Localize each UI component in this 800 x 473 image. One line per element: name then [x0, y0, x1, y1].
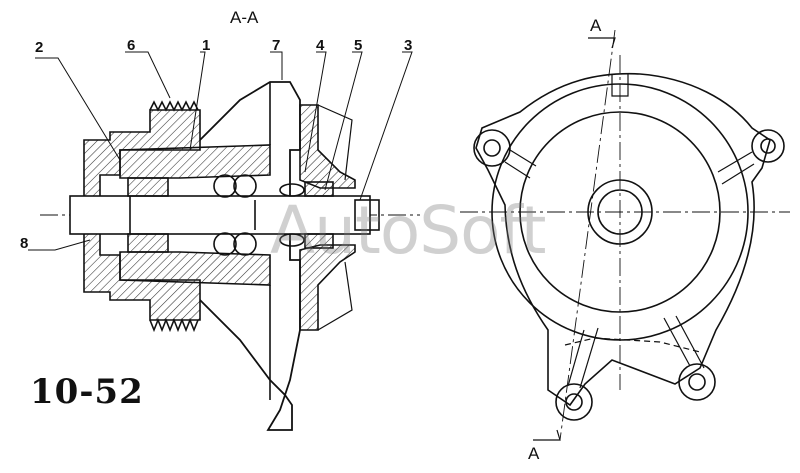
pulley-hub — [83, 109, 201, 321]
impeller-blade-lower — [317, 261, 353, 331]
callout-6: 6 — [127, 37, 136, 54]
front-view — [460, 29, 790, 441]
shaft-end — [354, 199, 380, 231]
figure-number: 10-52 — [30, 372, 144, 412]
housing-outline — [475, 72, 771, 407]
housing-body-lower — [119, 251, 271, 286]
watermark: AutoSoft — [270, 192, 546, 269]
seal-assembly — [279, 181, 334, 249]
arrow-top — [588, 37, 616, 49]
callout-5: 5 — [354, 37, 363, 54]
callout-1: 1 — [202, 37, 211, 54]
callout-4: 4 — [316, 37, 325, 54]
section-title: A-A — [230, 8, 259, 27]
ribs — [504, 149, 755, 389]
callout-3: 3 — [404, 37, 413, 54]
bearing-rollers — [127, 174, 257, 256]
housing-body — [119, 144, 271, 179]
leader-lines — [28, 51, 413, 251]
section-marker-bottom: A — [528, 444, 540, 463]
callout-8: 8 — [20, 235, 29, 252]
impeller-blade — [317, 104, 353, 181]
pulley-grooves-bottom — [149, 317, 199, 333]
bore-circle — [597, 189, 643, 235]
bolt-bosses — [473, 129, 785, 421]
pulley-grooves-top — [149, 100, 199, 112]
hub-circle — [587, 179, 653, 245]
section-view — [28, 51, 420, 431]
impeller-circle — [519, 111, 721, 313]
section-marker-top: A — [590, 16, 602, 35]
callout-7: 7 — [272, 37, 281, 54]
callout-2: 2 — [35, 39, 44, 56]
section-cut-line — [559, 29, 616, 441]
arrow-bottom — [533, 429, 561, 441]
